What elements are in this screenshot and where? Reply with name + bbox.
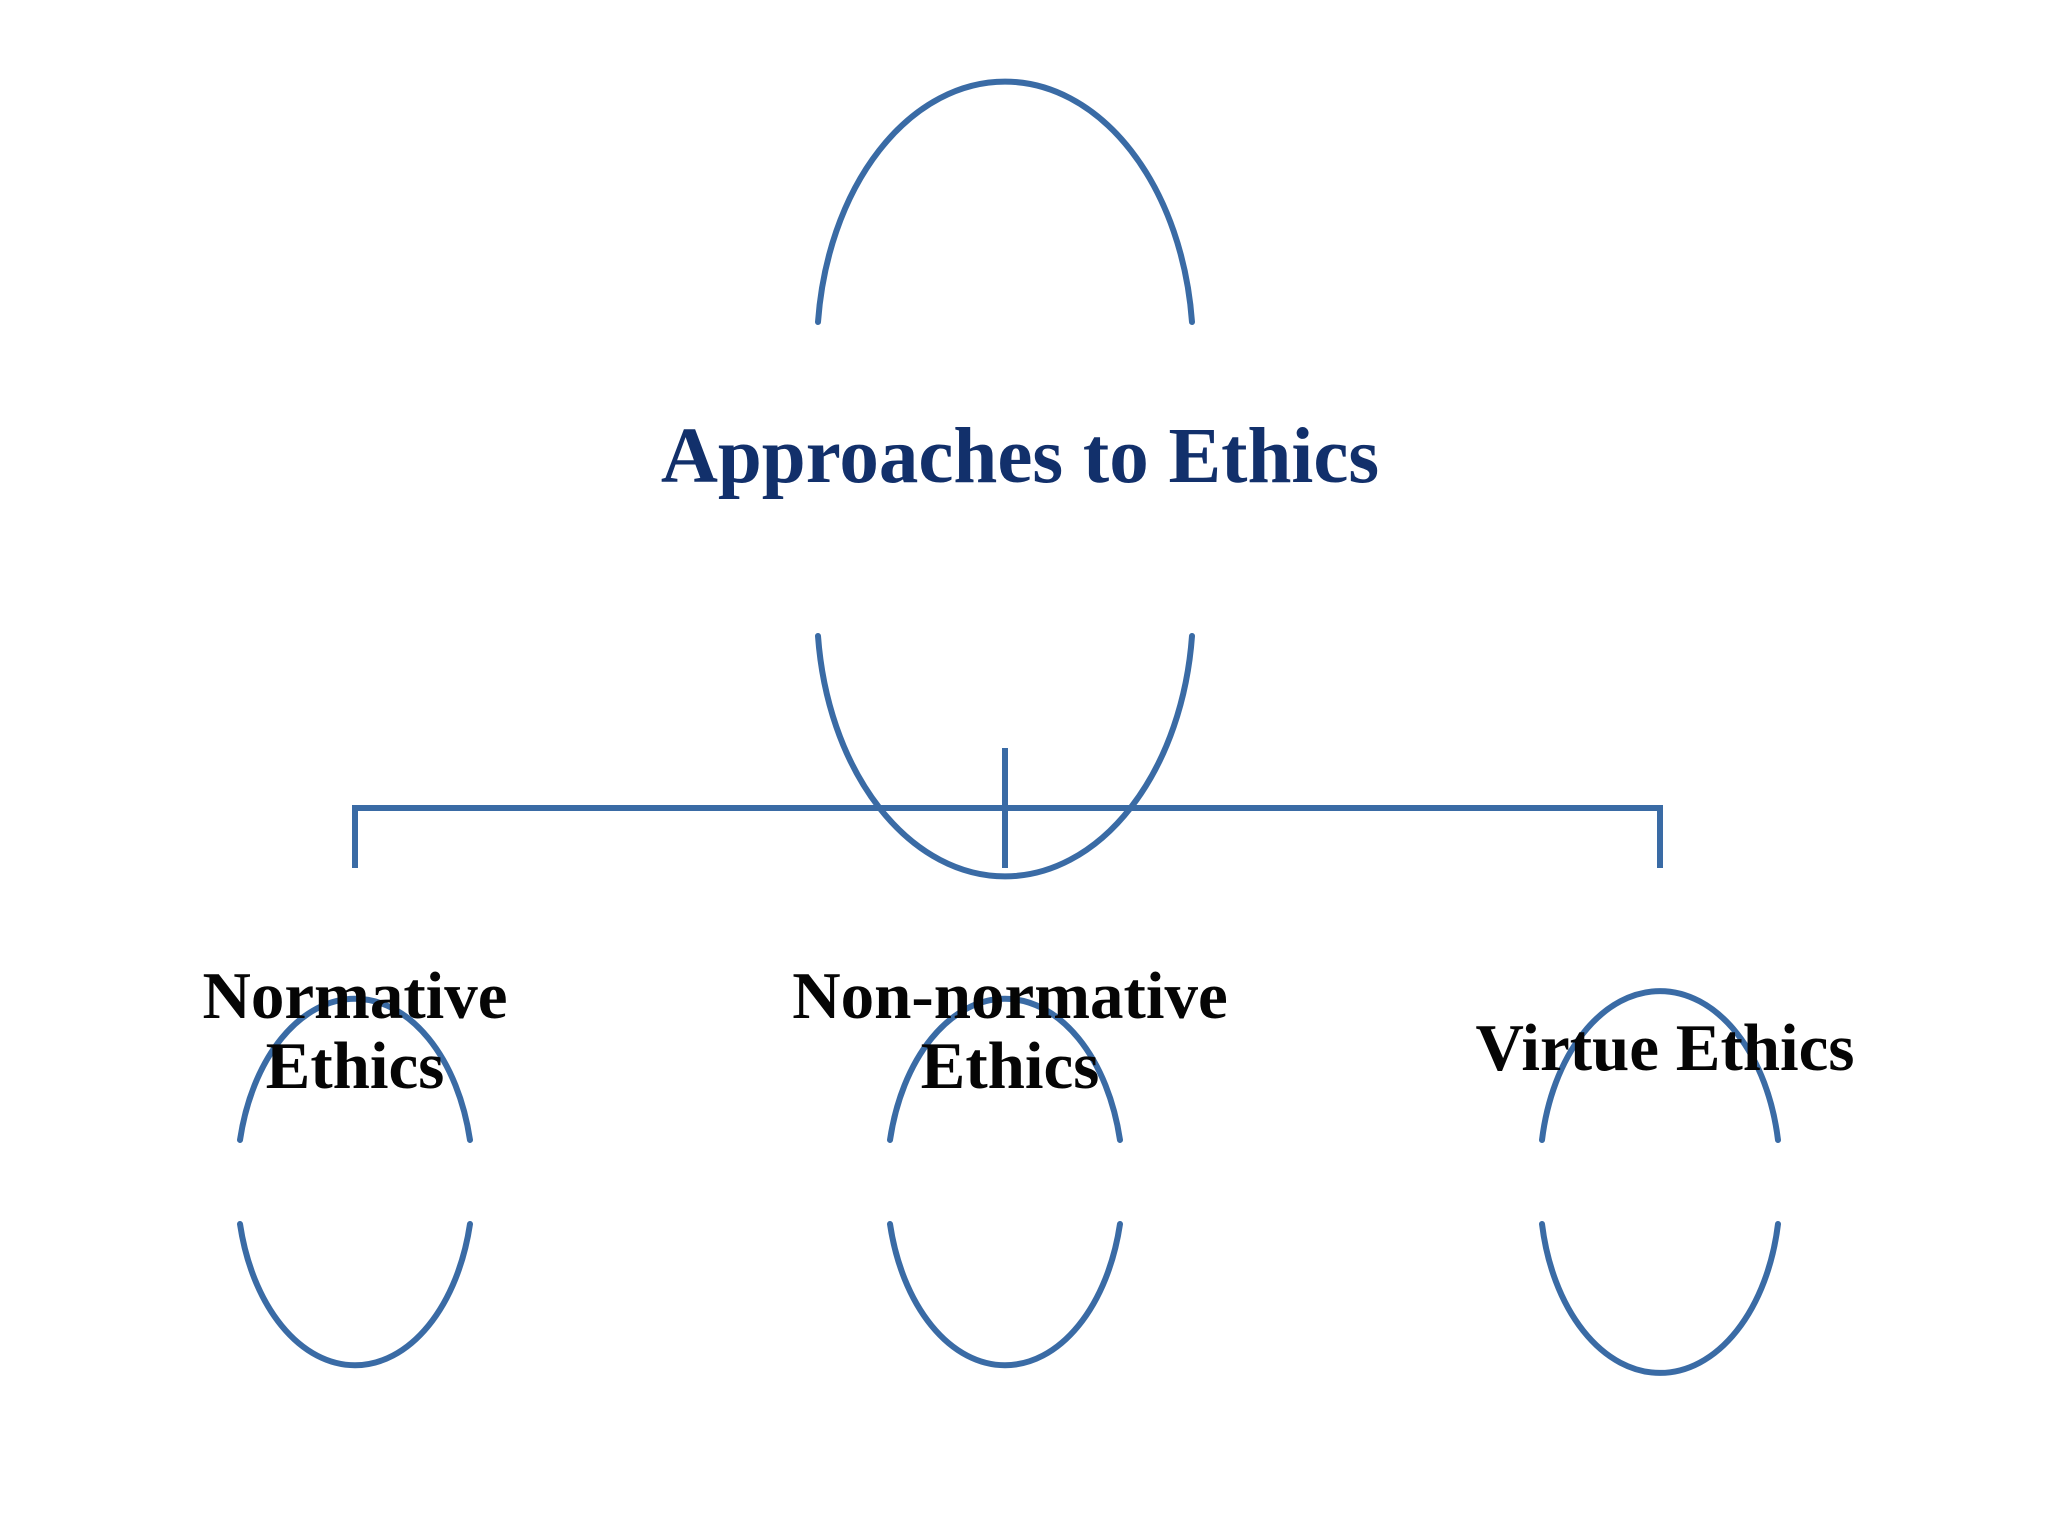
child-node-shape-normative-ethics[interactable] xyxy=(237,995,473,1369)
child-node-bottom-arc-normative-ethics xyxy=(237,1221,473,1369)
child-node-top-arc-non-normative-ethics xyxy=(887,995,1123,1143)
root-node-top-arc xyxy=(815,78,1195,325)
root-node-label: Approaches to Ethics xyxy=(660,413,1380,500)
connector-lines xyxy=(352,748,1663,868)
child-node-shape-virtue-ethics[interactable] xyxy=(1539,988,1781,1376)
child-node-bottom-arc-virtue-ethics xyxy=(1539,1221,1781,1376)
child-node-shape-non-normative-ethics[interactable] xyxy=(887,995,1123,1369)
root-node-shape[interactable] xyxy=(815,78,1195,880)
child-node-top-arc-normative-ethics xyxy=(237,995,473,1143)
child-node-bottom-arc-non-normative-ethics xyxy=(887,1221,1123,1369)
child-node-label-normative-ethics: Normative Ethics xyxy=(202,959,508,1103)
child-node-label-non-normative-ethics: Non-normative Ethics xyxy=(792,959,1228,1103)
root-node-bottom-arc xyxy=(815,633,1195,880)
child-node-label-virtue-ethics: Virtue Ethics xyxy=(1475,1011,1855,1085)
child-node-top-arc-virtue-ethics xyxy=(1539,988,1781,1143)
